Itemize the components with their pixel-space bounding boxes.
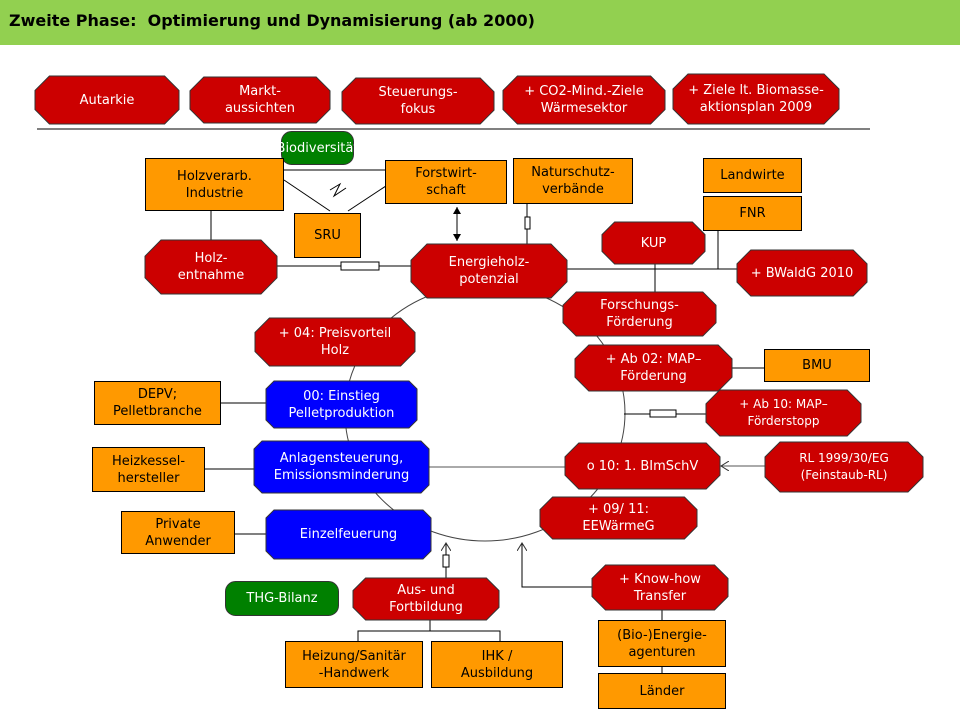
node-natur: Naturschutz- verbände	[513, 158, 633, 204]
node-label: + BWaldG 2010	[750, 265, 854, 281]
node-label: RL 1999/30/EG (Feinstaub-RL)	[799, 451, 889, 482]
node-label: Anlagensteuerung, Emissionsminderung	[273, 451, 410, 483]
node-heizkessel: Heizkessel- hersteller	[92, 447, 205, 492]
node-map10: + Ab 10: MAP– Förderstopp	[705, 389, 862, 437]
node-label: SRU	[314, 228, 341, 243]
node-label: + Ziele lt. Biomasse- aktionsplan 2009	[688, 83, 824, 115]
node-label: Markt- aussichten	[224, 84, 296, 116]
node-steuer: Steuerungs- fokus	[341, 77, 495, 125]
node-holzentnahme: Holz- entnahme	[144, 239, 278, 295]
node-co2: + CO2-Mind.-Ziele Wärmesektor	[502, 75, 666, 125]
node-thg: THG-Bilanz	[225, 581, 339, 616]
node-eewaerme: + 09/ 11: EEWärmeG	[539, 496, 698, 540]
node-energieholz: Energieholz- potenzial	[410, 243, 568, 299]
node-autarkie: Autarkie	[34, 75, 180, 125]
node-label: Forschungs- Förderung	[600, 298, 679, 330]
node-label: FNR	[739, 206, 766, 221]
node-sru: SRU	[294, 213, 361, 258]
node-depv: DEPV; Pelletbranche	[94, 381, 221, 425]
node-label: Holz- entnahme	[177, 251, 245, 283]
node-fnr: FNR	[703, 196, 802, 231]
node-label: KUP	[640, 235, 667, 251]
node-label: Autarkie	[79, 92, 135, 108]
node-label: Heizung/Sanitär -Handwerk	[302, 648, 406, 681]
node-biodiv: Biodiversität	[277, 131, 358, 165]
node-einzel: Einzelfeuerung	[265, 509, 432, 560]
node-ziele: + Ziele lt. Biomasse- aktionsplan 2009	[672, 73, 840, 125]
conflict-zigzag-icon	[329, 182, 347, 198]
node-aus: Aus- und Fortbildung	[352, 577, 500, 621]
node-laender: Länder	[598, 673, 726, 709]
node-label: Forstwirt- schaft	[415, 166, 477, 198]
node-label: o 10: 1. BImSchV	[586, 458, 699, 474]
node-bioenergie: (Bio-)Energie- agenturen	[598, 620, 726, 667]
node-label: BMU	[802, 358, 832, 373]
node-forschung: Forschungs- Förderung	[562, 291, 717, 337]
node-label: Einzelfeuerung	[299, 527, 398, 542]
node-markt: Markt- aussichten	[189, 76, 331, 124]
node-label: Heizkessel- hersteller	[111, 453, 186, 486]
node-einstieg: 00: Einstieg Pelletproduktion	[265, 380, 418, 429]
node-ihk: IHK / Ausbildung	[431, 641, 563, 688]
node-label: + 09/ 11: EEWärmeG	[582, 502, 655, 534]
node-label: Naturschutz- verbände	[531, 165, 615, 197]
node-label: Aus- und Fortbildung	[389, 583, 463, 615]
node-label: Landwirte	[720, 168, 785, 183]
node-landwirte: Landwirte	[703, 158, 802, 193]
title-bar: Zweite Phase: Optimierung und Dynamisier…	[0, 0, 960, 45]
node-forstwirt: Forstwirt- schaft	[385, 160, 507, 204]
node-rl: RL 1999/30/EG (Feinstaub-RL)	[764, 441, 924, 493]
node-kup: KUP	[601, 221, 706, 265]
resistor-symbol	[340, 261, 380, 271]
node-label: 00: Einstieg Pelletproduktion	[288, 388, 395, 421]
node-bimsch: o 10: 1. BImSchV	[564, 442, 721, 490]
node-bwaldg: + BWaldG 2010	[736, 249, 868, 297]
node-label: + CO2-Mind.-Ziele Wärmesektor	[524, 84, 644, 116]
node-label: Holzverarb. Industrie	[177, 168, 252, 201]
node-label: THG-Bilanz	[246, 591, 318, 606]
node-label: + 04: Preisvorteil Holz	[278, 326, 392, 358]
node-label: Private Anwender	[145, 516, 211, 549]
node-label: Länder	[639, 683, 685, 699]
node-private: Private Anwender	[121, 511, 235, 554]
node-map02: + Ab 02: MAP– Förderung	[574, 344, 733, 392]
slide-title: Zweite Phase: Optimierung und Dynamisier…	[9, 11, 535, 30]
node-heizung: Heizung/Sanitär -Handwerk	[285, 641, 423, 688]
node-label: Steuerungs- fokus	[378, 85, 458, 117]
node-label: IHK / Ausbildung	[460, 648, 534, 681]
node-label: Energieholz- potenzial	[448, 255, 530, 287]
node-anlagen: Anlagensteuerung, Emissionsminderung	[253, 440, 430, 494]
node-label: + Ab 02: MAP– Förderung	[605, 352, 702, 384]
node-label: DEPV; Pelletbranche	[113, 387, 202, 419]
node-label: (Bio-)Energie- agenturen	[617, 627, 707, 660]
node-label: + Ab 10: MAP– Förderstopp	[739, 397, 828, 428]
node-knowhow: + Know-how Transfer	[591, 564, 729, 611]
node-preisvorteil: + 04: Preisvorteil Holz	[254, 317, 416, 367]
node-label: Biodiversität	[276, 140, 359, 156]
node-bmu: BMU	[764, 349, 870, 382]
node-label: + Know-how Transfer	[619, 571, 701, 604]
node-holzverarb: Holzverarb. Industrie	[145, 158, 284, 211]
